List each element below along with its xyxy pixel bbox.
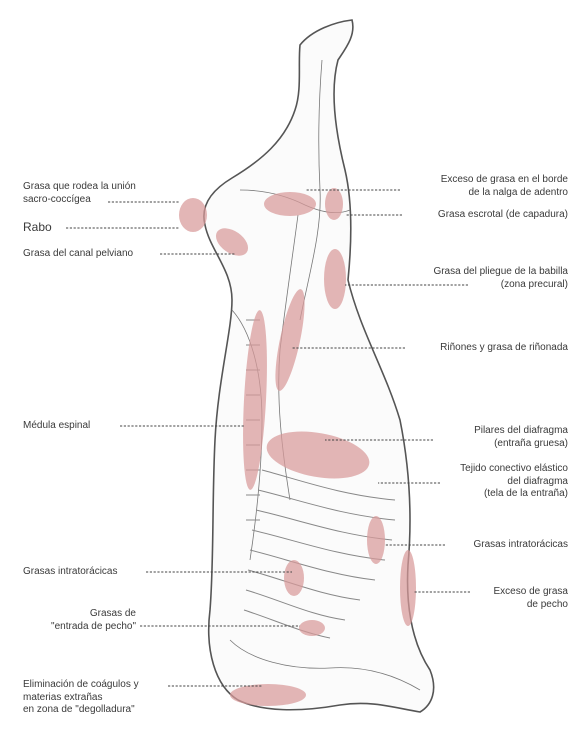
zone-sticking [230,684,306,706]
zone-intrathoracic-left [284,560,304,596]
label-exceso-grasa-nalga: Exceso de grasa en el borde de la nalga … [400,174,568,199]
label-grasas-intratoracicas-right: Grasas intratorácicas [400,539,568,552]
label-grasa-pliegue-babilla: Grasa del pliegue de la babilla (zona pr… [400,266,568,291]
label-exceso-grasa-pecho: Exceso de grasa de pecho [400,586,568,611]
zone-scrotal [325,188,343,220]
zone-brisket-entry [299,620,325,636]
label-grasa-canal-pelviano: Grasa del canal pelviano [23,248,133,261]
zone-sacro-coccygeal [179,198,207,232]
zone-intrathoracic-right [367,516,385,564]
label-pilares-diafragma: Pilares del diafragma (entraña gruesa) [400,425,568,450]
label-rabo: Rabo [23,221,52,234]
label-eliminacion-coagulos: Eliminación de coágulos y materias extra… [23,679,139,717]
label-tejido-conectivo: Tejido conectivo elástico del diafragma … [400,463,568,501]
zone-inner-round-edge [264,192,316,216]
label-grasas-entrada-pecho: Grasas de "entrada de pecho" [40,608,136,633]
label-grasas-intratoracicas-left: Grasas intratorácicas [23,566,117,579]
label-medula-espinal: Médula espinal [23,420,90,433]
label-rinones: Riñones y grasa de riñonada [400,342,568,355]
label-grasa-sacro-coccigea: Grasa que rodea la unión sacro-coccígea [23,181,136,206]
zone-stifle-fold [324,249,346,309]
label-grasa-escrotal: Grasa escrotal (de capadura) [400,209,568,222]
